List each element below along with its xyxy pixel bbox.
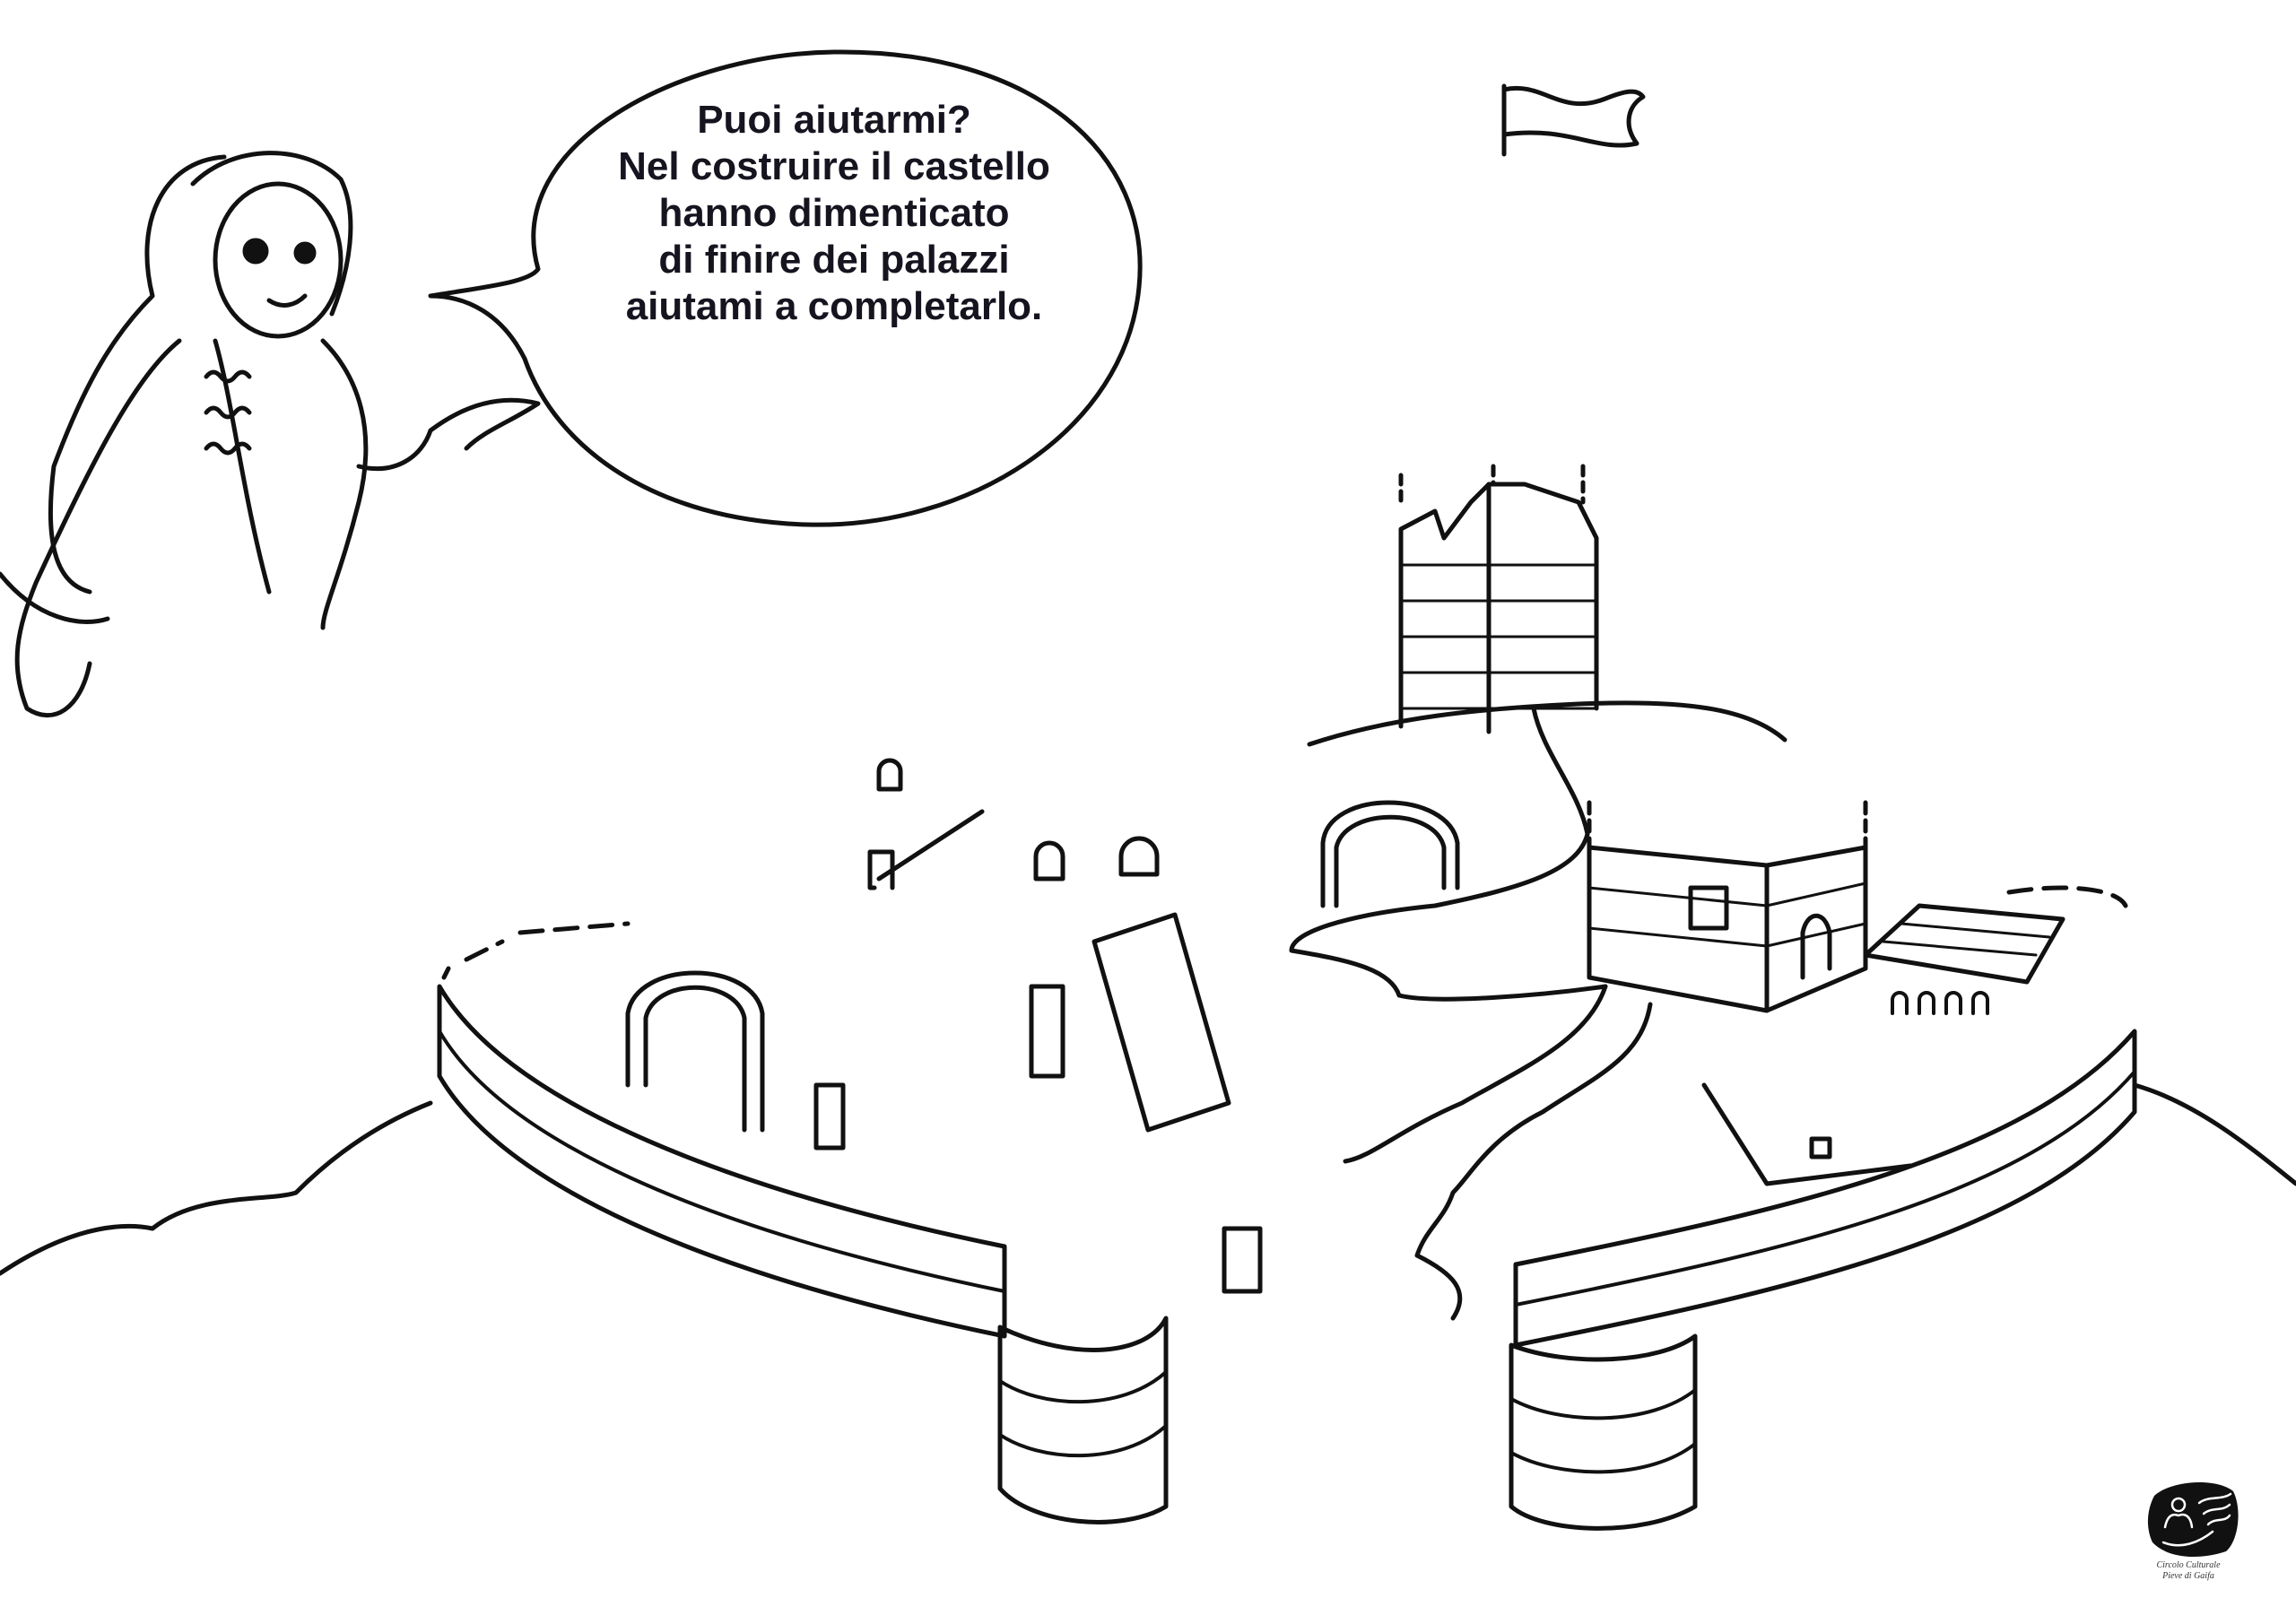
speech-line: hanno dimenticato — [658, 191, 1010, 235]
window-arch — [876, 758, 1160, 881]
speech-line: Nel costruire il castello — [618, 144, 1050, 188]
speech-line: aiutami a completarlo. — [625, 284, 1043, 328]
tilted-panel — [1091, 912, 1231, 1133]
flag-icon — [1501, 83, 1646, 157]
window — [813, 984, 1263, 1294]
left-wall — [437, 921, 1169, 1524]
logo-line-2: Pieve di Gaifa — [2162, 1571, 2214, 1581]
hill-left — [0, 1100, 433, 1276]
stone-house — [1587, 800, 1868, 1013]
logo-emblem — [2147, 1481, 2239, 1557]
tower-hill — [1307, 700, 1787, 747]
girl-character — [0, 151, 541, 718]
logo-line-1: Circolo Culturale — [2156, 1560, 2221, 1570]
hill-right — [2132, 1082, 2296, 1186]
ruined-tower — [1398, 464, 1599, 734]
speech-line: di finire dei palazzi — [658, 238, 1010, 282]
logo-caption: Circolo Culturale Pieve di Gaifa — [2135, 1560, 2242, 1582]
speech-line: Puoi aiutarmi? — [697, 98, 971, 142]
tiled-roof — [1863, 903, 2066, 1015]
path — [1343, 984, 1653, 1321]
speech-bubble — [428, 49, 1143, 527]
right-wall — [1509, 885, 2137, 1531]
speech-bubble-text: Puoi aiutarmi? Nel costruire il castello… — [520, 97, 1148, 330]
arch — [1320, 800, 1460, 908]
arch-left — [625, 970, 765, 1133]
